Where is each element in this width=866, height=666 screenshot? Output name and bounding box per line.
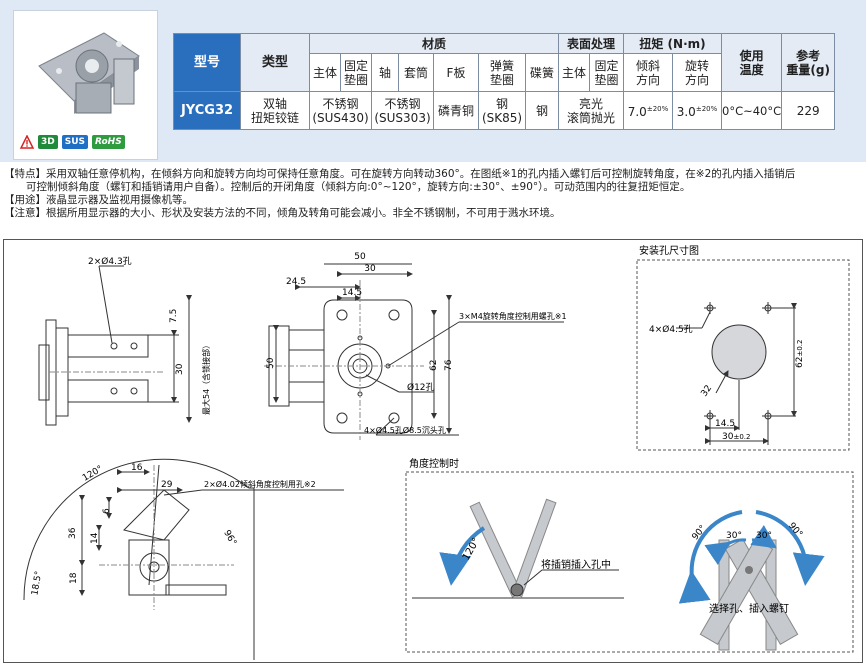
cell-type: 双轴 扭矩铰链 [240, 91, 310, 130]
th-sub-sleeve: 套筒 [398, 53, 434, 92]
th-sub-washer: 固定 垫圈 [340, 53, 372, 92]
label-75: 7.5 [169, 309, 179, 323]
label-2x43: 2×Ø4.3孔 [88, 256, 132, 267]
label-145: 14.5 [342, 288, 362, 298]
mount-label-32: 32 [699, 384, 714, 399]
tilt-label-2x402: 2×Ø4.02倾斜角度控制用孔※2 [204, 479, 316, 489]
badge-rohs: RoHS [92, 135, 125, 149]
angle-title: 角度控制时 [409, 457, 459, 470]
th-sub-body: 主体 [309, 53, 341, 92]
th-sub-fplate: F板 [433, 53, 479, 92]
angle-label-90-left: 90° [690, 524, 708, 543]
tilt-label-18: 18 [69, 572, 79, 584]
th-sub-surface-washer: 固定 垫圈 [589, 53, 624, 92]
note-feature: 【特点】采用双轴任意停机构，在倾斜方向和旋转方向均可保持任意角度。可在旋转方向转… [4, 168, 796, 180]
th-weight: 参考 重量(g) [781, 33, 836, 92]
label-76: 76 [444, 359, 454, 371]
torque-rot-value: 3.0 [676, 105, 696, 119]
note-caution: 【注意】根据所用显示器的大小、形状及安装方法的不同，倾角及转角可能会减小。非全不… [4, 207, 561, 219]
mount-diagram [676, 302, 797, 445]
tilt-label-6: 6 [102, 508, 112, 514]
th-material: 材质 [309, 33, 559, 54]
cell-weight: 229 [781, 91, 836, 130]
angle-label-select: 选择孔、插入螺钉 [709, 602, 789, 615]
mount-label-4x45: 4×Ø4.5孔 [649, 324, 693, 335]
product-photo [13, 10, 158, 160]
cell-mat-fplate: 磷青铜 [433, 91, 479, 130]
badge-sus: SUS [61, 135, 89, 149]
tilt-label-36: 36 [68, 527, 78, 539]
mount-label-145: 14.5 [715, 419, 735, 429]
mount-label-62: 62±0.2 [795, 340, 805, 368]
label-50-left: 50 [266, 357, 276, 369]
th-torque: 扭矩 (N·m) [623, 33, 722, 54]
torque-tilt-tol: ±20% [646, 105, 669, 113]
cell-model: JYCG32 [173, 91, 241, 130]
th-type: 类型 [240, 33, 310, 92]
th-sub-disc: 碟簧 [525, 53, 559, 92]
label-o12: Ø12孔 [407, 382, 435, 393]
side-view [38, 265, 192, 426]
label-245: 24.5 [286, 277, 306, 287]
cell-mat-shaft: 不锈钢 (SUS303) [371, 91, 434, 130]
cell-mat-body: 不锈钢 (SUS430) [309, 91, 372, 130]
badge-row: 3D SUS RoHS [20, 135, 125, 149]
cell-surface: 亮光 滚筒抛光 [558, 91, 624, 130]
label-max54: 最大54（含锁接部） [201, 341, 211, 415]
cell-torque-tilt: 7.0±20% [623, 91, 673, 130]
drawing-canvas: 2×Ø4.3孔 7.5 30 最大54（含锁接部） [23, 244, 854, 660]
th-sub-surface-body: 主体 [558, 53, 590, 92]
angle-label-90-right: 90° [786, 521, 804, 540]
label-50-top: 50 [354, 252, 366, 262]
mount-box [636, 259, 850, 451]
tilt-label-185: 18.5° [30, 570, 44, 596]
angle-rotate-diagram [678, 510, 825, 651]
cell-temp: 0°C~40°C [720, 91, 783, 130]
angle-label-30-right: 30° [756, 531, 772, 541]
label-4x45: 4×Ø4.5孔Ø8.5沉头孔 [364, 425, 446, 435]
angle-label-30-left: 30° [726, 531, 742, 541]
angle-tilt-diagram [412, 498, 624, 599]
label-side-30: 30 [175, 363, 185, 375]
spec-table: 型号 类型 材质 表面处理 扭矩 (N·m) 使用 温度 参考 重量(g) 主体… [173, 33, 836, 130]
th-sub-springwasher: 弹簧 垫圈 [478, 53, 526, 92]
mount-label-30: 30±0.2 [722, 432, 750, 442]
tilt-label-96: 96° [221, 529, 238, 548]
th-temp: 使用 温度 [720, 33, 783, 92]
cell-torque-rot: 3.0±20% [672, 91, 722, 130]
tilt-label-14: 14 [90, 532, 100, 544]
th-model: 型号 [173, 33, 241, 92]
label-62: 62 [429, 360, 439, 371]
warning-icon [20, 135, 34, 149]
torque-rot-tol: ±20% [695, 105, 718, 113]
technical-drawing: 2×Ø4.3孔 7.5 30 最大54（含锁接部） [3, 239, 863, 663]
th-surface: 表面处理 [558, 33, 624, 54]
cell-mat-disc: 钢 [525, 91, 559, 130]
th-sub-shaft: 轴 [371, 53, 399, 92]
cell-mat-spring: 钢 (SK85) [478, 91, 526, 130]
hinge-photo-illustration [38, 32, 140, 114]
angle-label-pin: 将插销插入孔中 [541, 558, 611, 571]
mount-title: 安装孔尺寸图 [639, 244, 699, 257]
torque-tilt-value: 7.0 [627, 105, 647, 119]
th-sub-tilt: 倾斜 方向 [623, 53, 673, 92]
label-30-top: 30 [364, 264, 376, 274]
th-sub-rot: 旋转 方向 [672, 53, 722, 92]
tilt-label-29: 29 [161, 480, 173, 490]
note-usage: 【用途】液晶显示器及监视用摄像机等。 [4, 194, 193, 206]
note-feature-cont: 可控制倾斜角度（螺钉和插销请用户自备）。控制后的开闭角度（倾斜方向:0°~120… [26, 181, 691, 193]
tilt-label-120: 120° [81, 464, 105, 484]
front-view [264, 263, 564, 440]
label-m4: 3×M4旋转角度控制用螺孔※1 [459, 311, 567, 321]
product-header: 3D SUS RoHS 型号 类型 材质 表面处理 扭矩 (N·m) 使用 温度… [0, 0, 866, 162]
tilt-view [23, 458, 344, 660]
tilt-label-16: 16 [131, 463, 143, 473]
notes-section: 【特点】采用双轴任意停机构，在倾斜方向和旋转方向均可保持任意角度。可在旋转方向转… [4, 168, 864, 220]
badge-3d: 3D [38, 135, 58, 149]
angle-box [405, 471, 854, 653]
